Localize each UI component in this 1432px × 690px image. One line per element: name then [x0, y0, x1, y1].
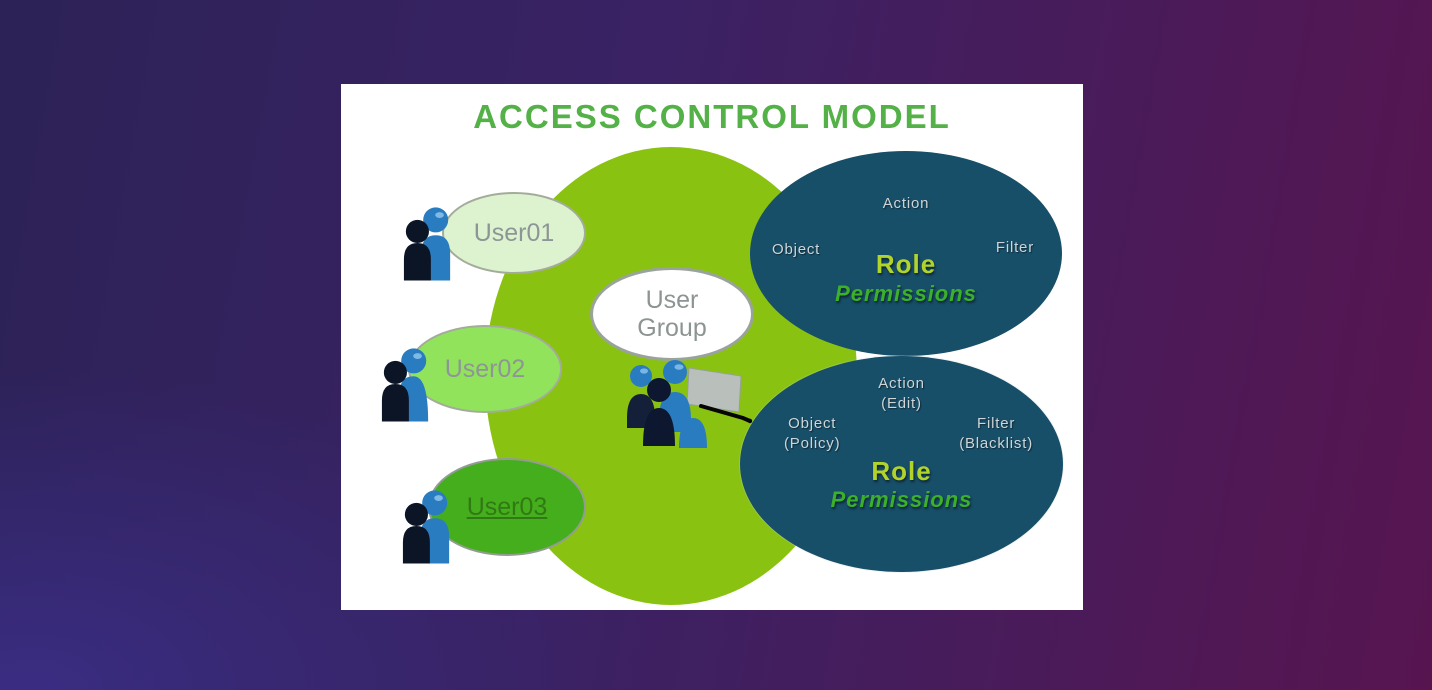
monitor-icon: [686, 367, 742, 413]
permissions-label: Permissions: [835, 281, 977, 306]
action-qualifier: (Edit): [881, 395, 922, 412]
user-group-label-line1: User: [645, 286, 699, 314]
user01-ellipse: User01: [442, 192, 586, 274]
filter-label: Filter (Blacklist): [959, 414, 1033, 454]
user-icon: [402, 490, 450, 564]
role-label: Role: [871, 456, 932, 486]
object-qualifier: (Policy): [784, 435, 841, 452]
users-group-icon: [627, 360, 753, 448]
user03-ellipse: User03: [428, 458, 586, 556]
action-text: Action: [878, 375, 925, 392]
user02-ellipse: User02: [408, 325, 562, 413]
role-permissions-ellipse-bottom: Action (Edit) Object (Policy) Filter (Bl…: [740, 356, 1063, 572]
action-label: Action (Edit): [740, 374, 1063, 414]
action-label: Action: [882, 195, 930, 212]
filter-qualifier: (Blacklist): [959, 435, 1033, 452]
user-label: User01: [473, 218, 555, 247]
role-permissions-ellipse-top: Action Object Filter Role Permissions: [750, 151, 1062, 356]
diagram-title: ACCESS CONTROL MODEL: [473, 98, 951, 135]
permissions-label: Permissions: [830, 487, 973, 512]
object-text: Object: [788, 415, 837, 432]
role-label: Role: [875, 249, 937, 279]
diagram-card: ACCESS CONTROL MODEL Action Object Filte…: [341, 84, 1083, 610]
object-label: Object (Policy): [784, 414, 840, 454]
user-icon: [381, 348, 429, 422]
user-label: User02: [444, 354, 526, 383]
user-group-label-line2: Group: [637, 314, 707, 342]
object-label: Object: [772, 241, 821, 258]
filter-label: Filter: [995, 239, 1034, 256]
user-icon: [403, 207, 451, 281]
user-group-label-ellipse: User Group: [590, 267, 754, 361]
pointer-icon: [699, 404, 752, 423]
user-label: User03: [466, 492, 548, 521]
filter-text: Filter: [977, 415, 1016, 432]
